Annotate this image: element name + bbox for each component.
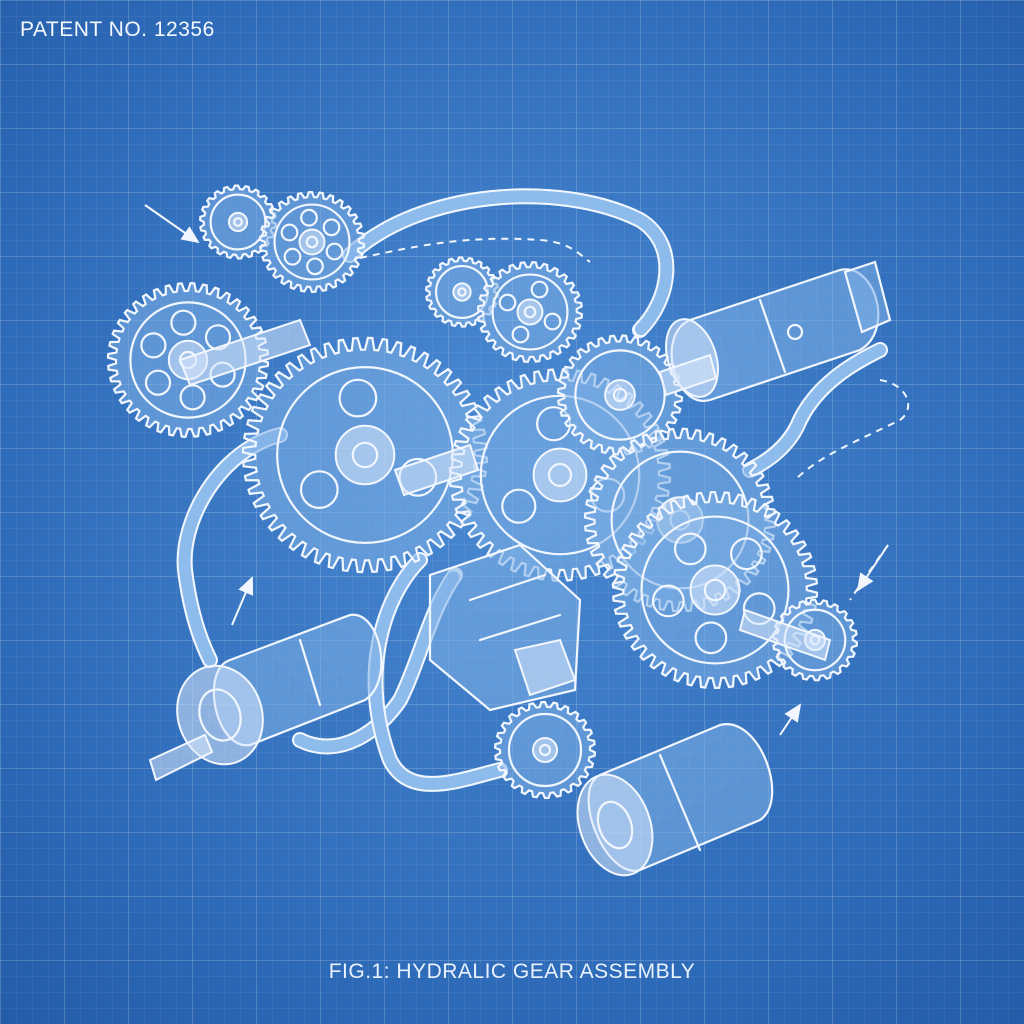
gear-center-rear xyxy=(556,334,684,456)
gear-set xyxy=(106,184,859,800)
patent-number: PATENT NO. 12356 xyxy=(20,18,215,41)
shafts xyxy=(178,318,832,662)
gear-top-left xyxy=(258,190,366,294)
figure-caption: FIG.1: HYDRALIC GEAR ASSEMBLY xyxy=(328,960,696,983)
lower-left-actuator xyxy=(148,613,383,782)
center-valve-block xyxy=(428,543,582,712)
flow-lines xyxy=(359,237,910,601)
gear-bottom-center xyxy=(493,700,597,800)
pointer-arrows xyxy=(144,204,889,736)
gear-top-center xyxy=(476,260,584,364)
loose-cylinder xyxy=(576,723,774,877)
gear-top-left-small xyxy=(198,184,278,260)
